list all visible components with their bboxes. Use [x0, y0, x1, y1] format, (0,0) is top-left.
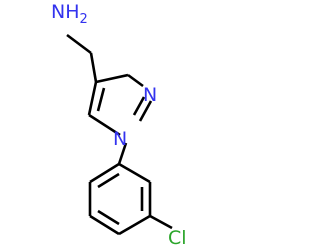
bond-c3-c4-inner	[96, 87, 106, 112]
bond-ph-1	[118, 162, 151, 184]
bond-c4-c5	[95, 73, 129, 84]
amine-n: N	[51, 1, 65, 23]
bond-ph-inner-3	[97, 209, 120, 226]
bond-n1-phenyl	[117, 142, 128, 165]
bond-ph-3	[118, 214, 151, 236]
pyrazole-n2-label: N	[143, 84, 157, 106]
bond-ph-inner-1	[97, 172, 120, 189]
bond-c3-c4-outer	[87, 81, 98, 116]
bond-ch2-nh2	[66, 33, 92, 55]
bond-aryl-cl	[149, 214, 173, 230]
molecule-diagram: NH2 N N Cl	[51, 1, 187, 249]
amine-h: H	[65, 1, 79, 23]
bond-c4-ch2	[89, 52, 98, 83]
bond-c5-n	[127, 73, 144, 88]
bond-n-n-inner	[132, 96, 146, 116]
bond-n1-c3	[88, 113, 121, 137]
structure-canvas: NH2 N N Cl	[51, 1, 187, 249]
bond-ph-6	[89, 162, 120, 184]
bond-ph-4	[89, 214, 120, 236]
pyrazole-n1-label: N	[113, 128, 127, 150]
chloro-label: Cl	[168, 227, 187, 249]
amine-label: NH2	[51, 1, 88, 27]
bond-n-n-outer	[138, 100, 153, 122]
amine-h-count: 2	[80, 12, 88, 27]
